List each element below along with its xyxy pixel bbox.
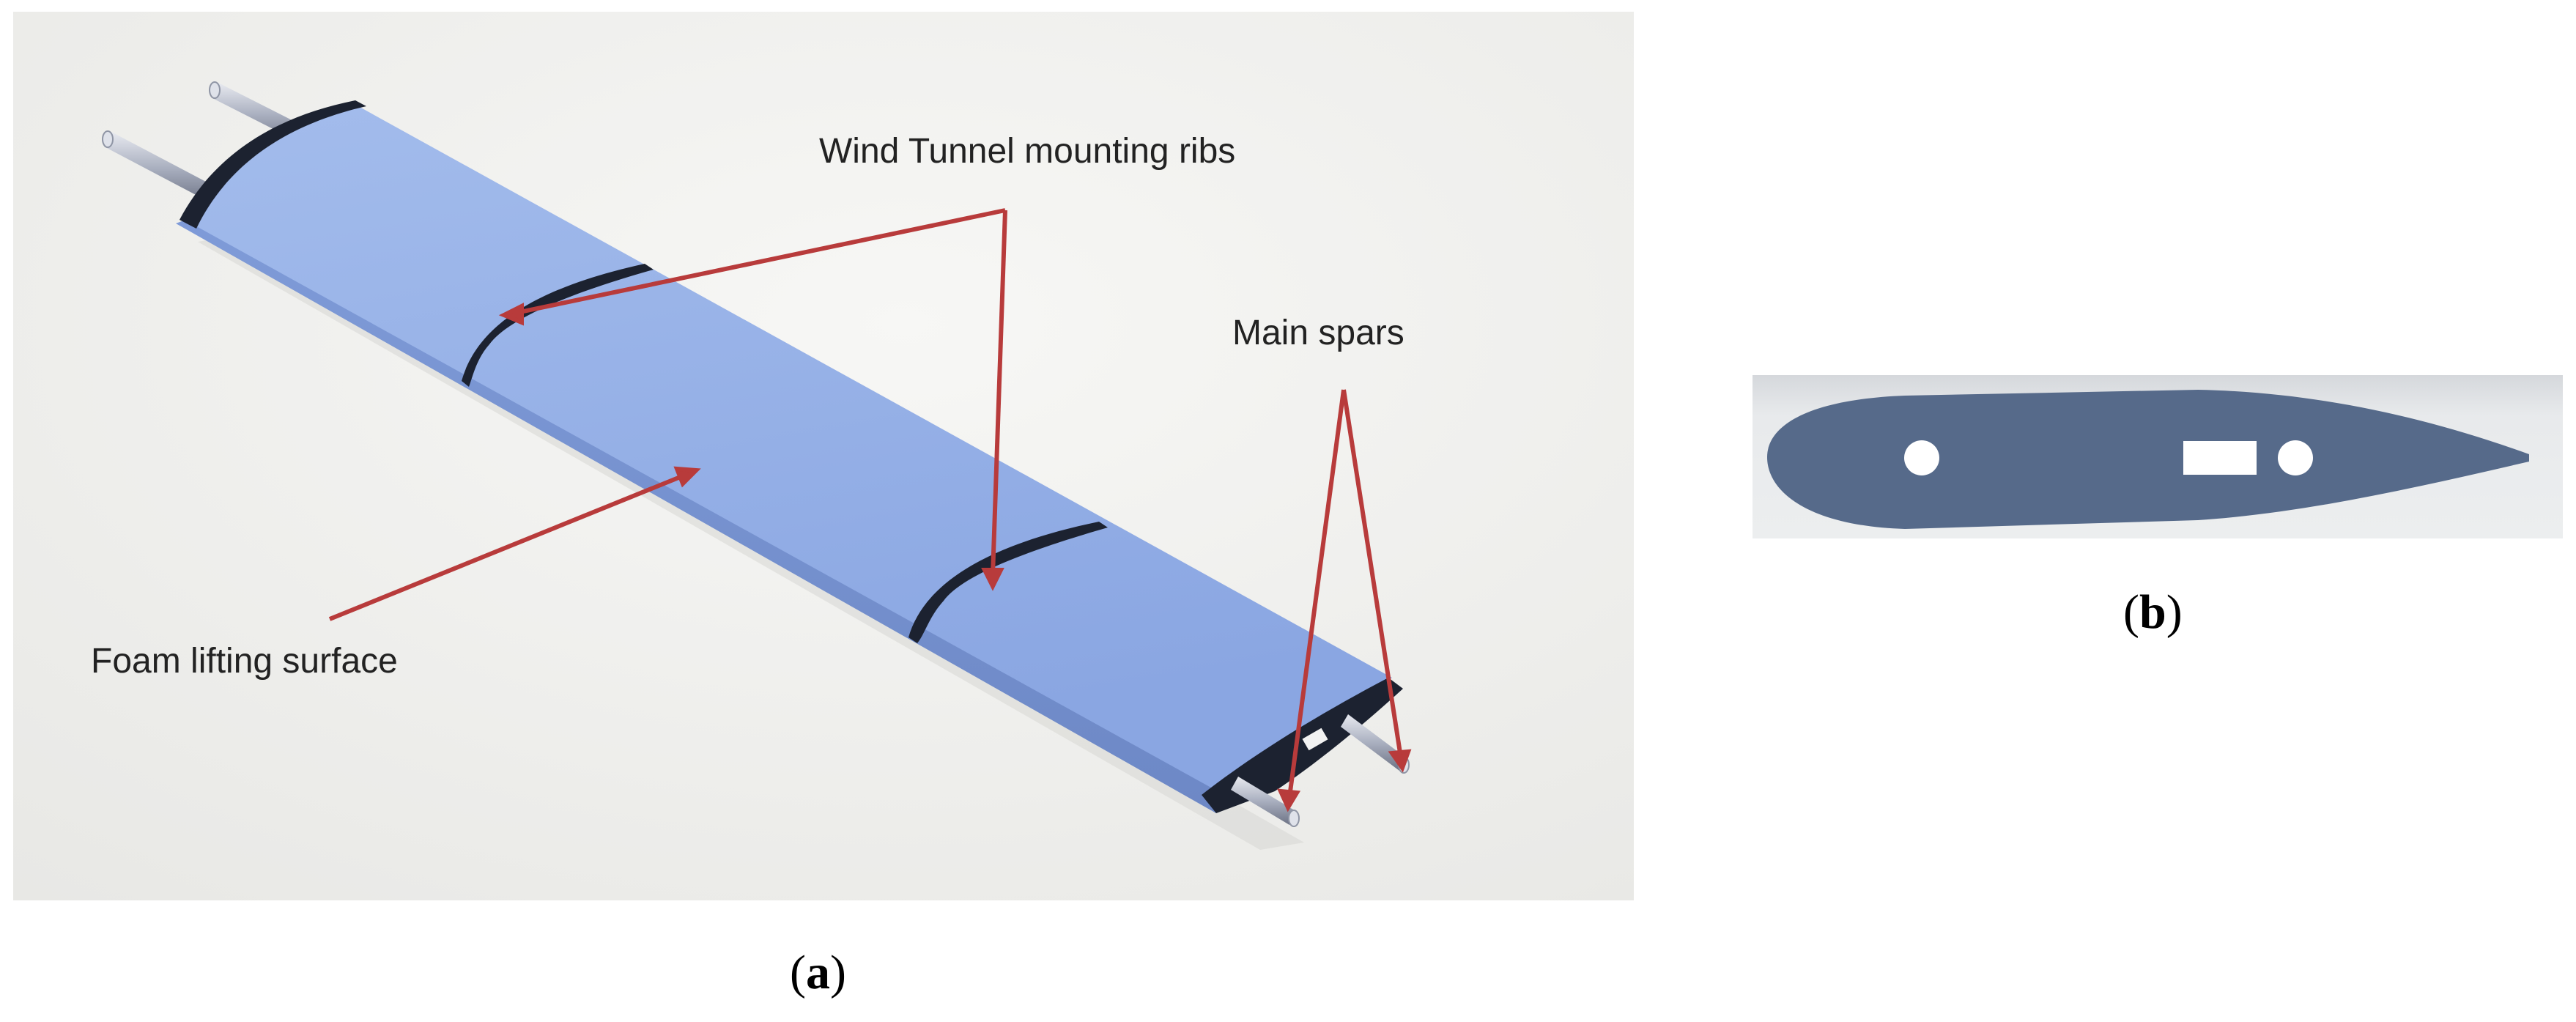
arrow-to-rib-2 xyxy=(991,210,1007,576)
arrow-to-foam xyxy=(328,473,687,621)
spar-slot-rectangular xyxy=(2183,441,2257,475)
right-end-rib xyxy=(1202,678,1403,813)
label-main-spars: Main spars xyxy=(1232,314,1404,352)
spar-hole-front xyxy=(1904,440,1939,475)
arrow-to-rib-1 xyxy=(512,208,1006,316)
caption-b-letter: b xyxy=(2139,585,2166,639)
arrow-to-spar-2 xyxy=(1341,389,1403,758)
mounting-rib-1 xyxy=(462,264,654,387)
caption-a: (a) xyxy=(790,946,846,999)
spar-hole-rear xyxy=(2278,440,2313,475)
airfoil-profile xyxy=(1767,390,2529,529)
mounting-rib-2 xyxy=(908,522,1108,643)
caption-a-letter: a xyxy=(805,946,830,999)
wing-render-panel: Wind Tunnel mounting ribs Main spars Foa… xyxy=(13,12,1634,900)
arrow-to-spar-1 xyxy=(1287,389,1346,798)
label-mounting-ribs: Wind Tunnel mounting ribs xyxy=(819,132,1235,171)
label-foam-surface: Foam lifting surface xyxy=(91,642,398,681)
foam-lifting-surface xyxy=(185,103,1392,799)
left-end-rib xyxy=(179,100,366,229)
annotation-arrows xyxy=(328,208,1412,812)
caption-b: (b) xyxy=(2123,585,2183,639)
